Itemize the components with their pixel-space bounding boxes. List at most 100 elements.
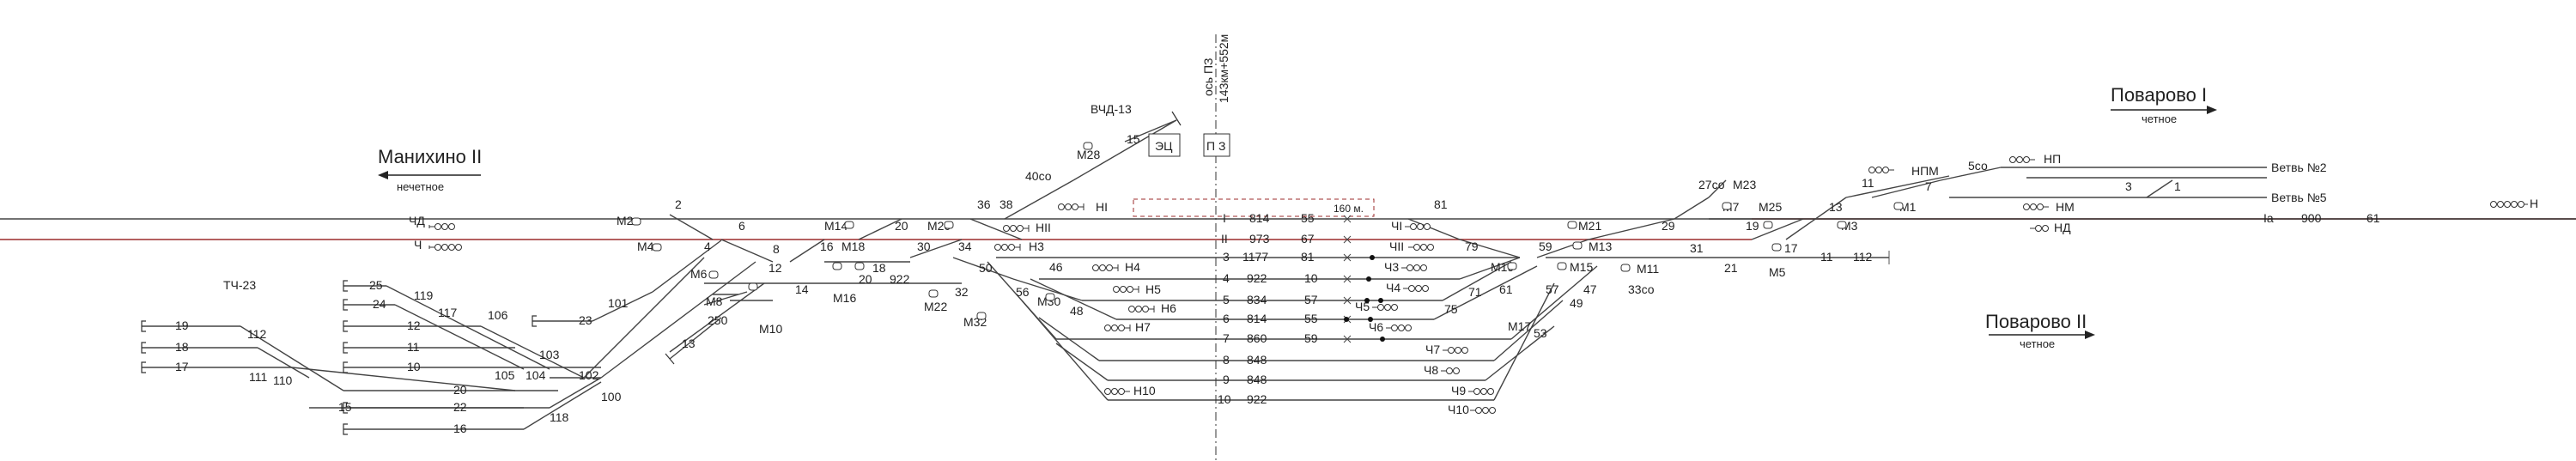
signal-head [428,223,455,230]
signal-label: М14 [824,219,848,233]
track-num: 9 [1223,373,1230,386]
throat-left-c [789,239,825,263]
track-ia-len: 900 [2301,211,2322,225]
switch-label: 11 [1862,176,1874,190]
track-useful: 55 [1304,312,1318,325]
depot-label: ТЧ-23 [223,278,256,292]
pz-box [1203,133,1230,157]
track-num: 3 [1223,250,1230,264]
signal-label: М15 [1570,260,1593,274]
switch-label: 100 [601,390,622,403]
track-num: 10 [1218,392,1231,406]
signal-label: НП [2044,152,2061,166]
switch-label: 15 [338,400,352,414]
overlap-box [1133,198,1375,217]
throat-right-c [1459,257,1521,280]
switch-label: 10 [407,360,421,373]
throat-right-m [1674,197,1710,220]
vchd-label: ВЧД-13 [1091,102,1132,116]
switch-label: 110 [273,373,293,387]
depot-track-250 [703,291,748,306]
switch-label: 2 [675,197,682,211]
switch-labels-right: 81 79 71 75 59 61 57 47 49 53 29 27со 19… [1434,159,2181,340]
switch-label: 117 [438,306,458,319]
signal-label: НI [1096,200,1108,214]
depot-link-100 [549,377,602,409]
switch-label: 40со [1025,169,1052,183]
switch-label: 18 [872,261,886,275]
switch-label: 15 [1127,132,1140,146]
track-useful: 55 [1301,211,1315,225]
signal-label: Ч8 [1424,363,1438,377]
branch-5-label: Ветвь №5 [2271,191,2327,204]
switch-label: 19 [1746,219,1759,233]
signal-head [1405,223,1431,230]
track-useful: 57 [1304,293,1318,306]
track-len: 834 [1247,293,1267,306]
depot-lead-a [583,257,705,379]
switch-label: 53 [1534,326,1547,340]
arrow-left-head [378,171,388,179]
switch-label: 75 [1444,302,1458,316]
track-ia-useful: 61 [2366,211,2380,225]
signal-label: Ч9 [1451,384,1466,397]
arrow-right-top-head [2207,106,2217,114]
switch-label: 111 [249,370,267,384]
station-left-direction: нечетное [397,180,444,193]
switch-label: 16 [453,422,467,435]
switch-label: 47 [1583,282,1597,296]
track-len: 922 [1247,392,1267,406]
throat-right-h [1485,325,1555,381]
switch-label: 104 [526,368,546,382]
track-num: 7 [1223,331,1230,345]
switch-label: 118 [550,410,569,424]
track-num: 5 [1223,293,1230,306]
depot-lead-b [600,261,756,379]
signal-label: М22 [924,300,947,313]
switch-label: 48 [1070,304,1084,318]
signal-head [994,244,1021,251]
signal-label: М21 [1578,219,1601,233]
switch-label: 11 [1820,250,1833,264]
throat-left-k [1030,278,1117,320]
switch-labels-left: 2 4 6 8 12 14 16 18 20 20 922 30 32 34 3… [675,132,1140,318]
switch-label: 4 [704,240,711,253]
depot-link-101 [592,291,653,322]
throat-left-g [1004,179,1074,220]
signal-head [2490,201,2528,208]
switch-label: 17 [1784,241,1798,255]
switch-label: 13 [682,337,696,350]
switch-label: 20 [453,383,467,397]
track-len: 973 [1249,232,1270,246]
signal-head [428,244,462,251]
station-right-top-name: Поварово I [2111,84,2207,106]
switch-label: 17 [175,360,189,373]
signal-head [2023,203,2049,210]
signal-head [1104,388,1130,395]
switch-label: 59 [1539,240,1552,253]
signal-label: ЧII [1389,240,1404,253]
signal-label: М13 [1589,240,1612,253]
switch-label: 20 [895,219,908,233]
signal-head [1408,244,1434,251]
switch-label: 106 [488,308,508,322]
throat-left-i [952,257,1014,280]
switch-label: 34 [958,240,972,253]
track-len: 860 [1247,331,1267,345]
signal-label: НД [2054,221,2071,234]
signal-label: Ч10 [1448,403,1469,416]
track-len: 814 [1247,312,1267,325]
signal-label: ЧД [409,214,425,227]
signal-label: М17 [1508,319,1531,333]
switch-labels-depot: 19 18 17 15 16 25 24 12 11 10 22 20 23 1… [175,278,728,435]
signal-label: Н6 [1161,301,1176,315]
switch-label: 112 [247,327,267,341]
switch-label: 50 [979,261,993,275]
throat-right-b [1459,239,1521,258]
branch-2-label: Ветвь №2 [2271,161,2327,174]
station-right-top-direction: четное [2142,112,2177,125]
throat-right-t [2146,179,2173,198]
track-ia-num: Iа [2263,211,2274,225]
switch-label: 20 [859,272,872,286]
track-useful: 81 [1301,250,1315,264]
